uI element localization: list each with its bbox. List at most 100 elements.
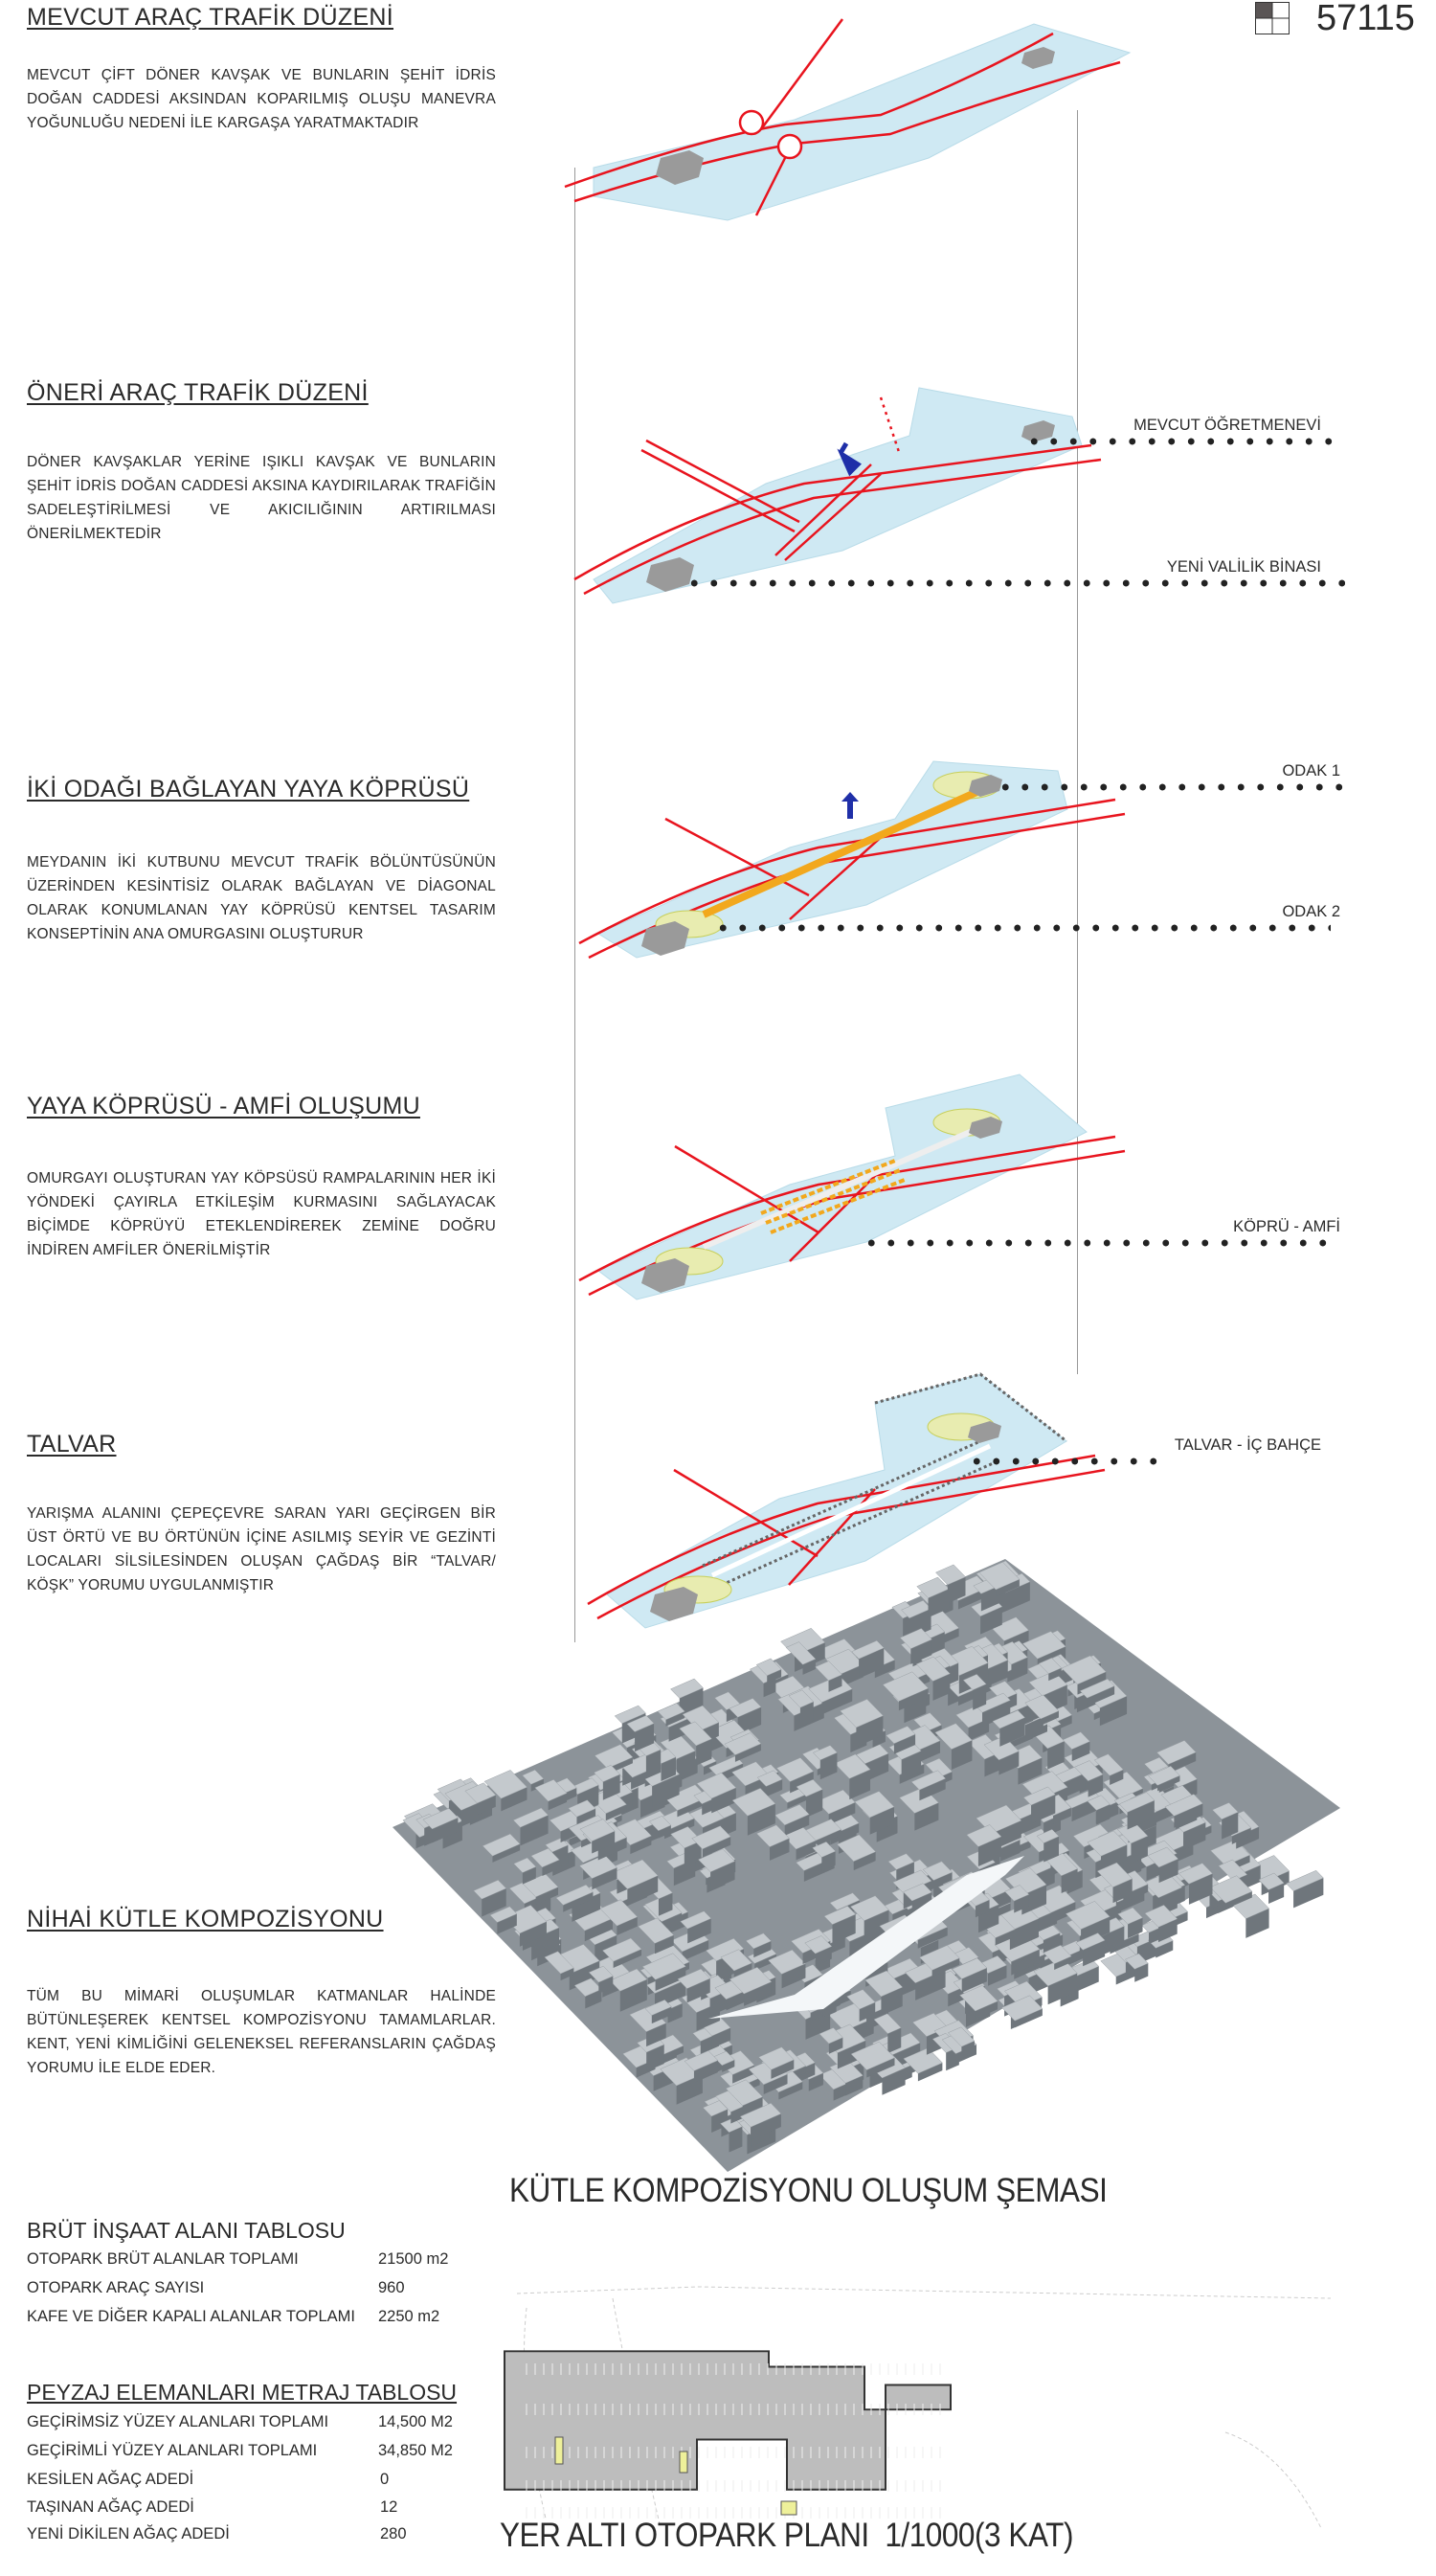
- city-block: [1087, 1685, 1115, 1706]
- city-block: [910, 1770, 947, 1791]
- city-block: [513, 1857, 537, 1873]
- table-row-value: 21500 m2: [378, 2250, 449, 2268]
- city-block: [828, 1674, 842, 1692]
- city-block: [544, 1951, 574, 1975]
- city-block: [853, 1851, 876, 1871]
- city-block: [845, 2075, 864, 2096]
- city-block: [679, 1687, 704, 1718]
- city-block: [977, 1836, 1001, 1867]
- city-block: [810, 2007, 823, 2022]
- city-block: [520, 1815, 549, 1846]
- city-block: [626, 1715, 655, 1732]
- underground-parking-plan: [488, 2250, 1350, 2538]
- city-block: [729, 2126, 743, 2153]
- city-block: [887, 1853, 915, 1870]
- city-block: [684, 2050, 719, 2071]
- city-block: [542, 1860, 560, 1877]
- city-block: [1048, 1667, 1062, 1682]
- city-block: [482, 1887, 506, 1917]
- city-block: [1093, 1753, 1124, 1776]
- city-block: [961, 1968, 987, 1993]
- city-block: [1286, 1869, 1324, 1891]
- city-block: [497, 1913, 517, 1934]
- city-block: [1112, 1878, 1133, 1904]
- city-block: [999, 1717, 1025, 1747]
- city-block: [819, 1752, 838, 1780]
- city-block: [706, 1937, 745, 1962]
- city-block: [903, 1883, 932, 1902]
- city-block: [771, 2059, 795, 2079]
- city-block: [849, 1769, 871, 1800]
- city-block: [1071, 1741, 1090, 1762]
- city-block: [1065, 1901, 1111, 1930]
- city-block: [619, 1979, 647, 2012]
- city-block: [569, 1960, 600, 1991]
- city-block: [851, 1639, 885, 1660]
- city-block: [919, 1778, 946, 1801]
- section-text: TÜM BU MİMARİ OLUŞUMLAR KATMANLAR HALİND…: [27, 1988, 496, 2076]
- city-block: [917, 2063, 943, 2082]
- city-block: [613, 1949, 642, 1969]
- city-block: [796, 1778, 823, 1797]
- peyzaj-table-title: PEYZAJ ELEMANLARI METRAJ TABLOSU: [27, 2380, 458, 2405]
- city-block: [754, 1954, 776, 1971]
- city-block: [996, 1579, 1020, 1597]
- city-block: [599, 1899, 639, 1927]
- city-block: [1218, 1859, 1248, 1882]
- city-block: [804, 1935, 833, 1955]
- leader-dots: [684, 579, 1345, 587]
- city-block: [584, 1918, 614, 1942]
- table-row-value: 960: [378, 2279, 405, 2296]
- city-block: [975, 1899, 990, 1918]
- table-row-label: OTOPARK ARAÇ SAYISI: [27, 2279, 205, 2296]
- city-block: [856, 1744, 889, 1765]
- city-block: [677, 1968, 711, 1989]
- table-row-label: KAFE VE DİĞER KAPALI ALANLAR TOPLAMI: [27, 2308, 355, 2325]
- city-block: [1028, 1670, 1068, 1697]
- city-block: [702, 1818, 725, 1834]
- diagram-existing-traffic: [555, 18, 1132, 230]
- city-block: [658, 1825, 671, 1839]
- city-block: [1110, 1770, 1124, 1786]
- city-block: [1024, 1694, 1060, 1720]
- city-block: [535, 1887, 559, 1905]
- city-block: [696, 1772, 737, 1799]
- city-block: [1225, 1891, 1252, 1909]
- city-block: [1178, 1863, 1213, 1885]
- city-block: [947, 2026, 976, 2047]
- city-block: [828, 1802, 856, 1825]
- city-block: [522, 1873, 559, 1898]
- city-block: [1096, 1804, 1111, 1825]
- city-block: [722, 2060, 735, 2072]
- city-block: [854, 1791, 895, 1819]
- leader-dots: [713, 924, 1331, 932]
- city-block: [1050, 1902, 1076, 1924]
- city-block: [768, 1949, 806, 1975]
- section-title: NİHAİ KÜTLE KOMPOZİSYONU: [27, 1906, 384, 1932]
- city-block: [1158, 1918, 1178, 1943]
- city-block: [869, 1806, 894, 1835]
- city-block: [654, 1934, 674, 1955]
- city-block: [917, 1927, 948, 1949]
- city-block: [477, 1795, 496, 1816]
- city-block: [778, 2081, 803, 2100]
- city-block: [1047, 1741, 1065, 1770]
- city-block: [932, 1673, 951, 1701]
- table-row-value: 14,500 M2: [378, 2413, 453, 2430]
- city-block: [980, 1606, 1002, 1635]
- city-block: [693, 2060, 718, 2083]
- city-block: [1110, 1933, 1139, 1955]
- city-block: [911, 1892, 932, 1913]
- city-block: [1258, 1872, 1285, 1890]
- project-code: 57115: [1316, 0, 1415, 38]
- section-title: YAYA KÖPRÜSÜ - AMFİ OLUŞUMU: [27, 1093, 420, 1119]
- city-block: [758, 2046, 795, 2070]
- city-block: [733, 1962, 752, 1977]
- city-block: [673, 1859, 696, 1887]
- city-block: [627, 1875, 659, 1906]
- city-block: [766, 1779, 783, 1797]
- label-focus-1: ODAK 1: [1282, 762, 1340, 780]
- city-block: [812, 1842, 837, 1858]
- city-block: [978, 1561, 1021, 1591]
- city-block: [702, 2100, 729, 2117]
